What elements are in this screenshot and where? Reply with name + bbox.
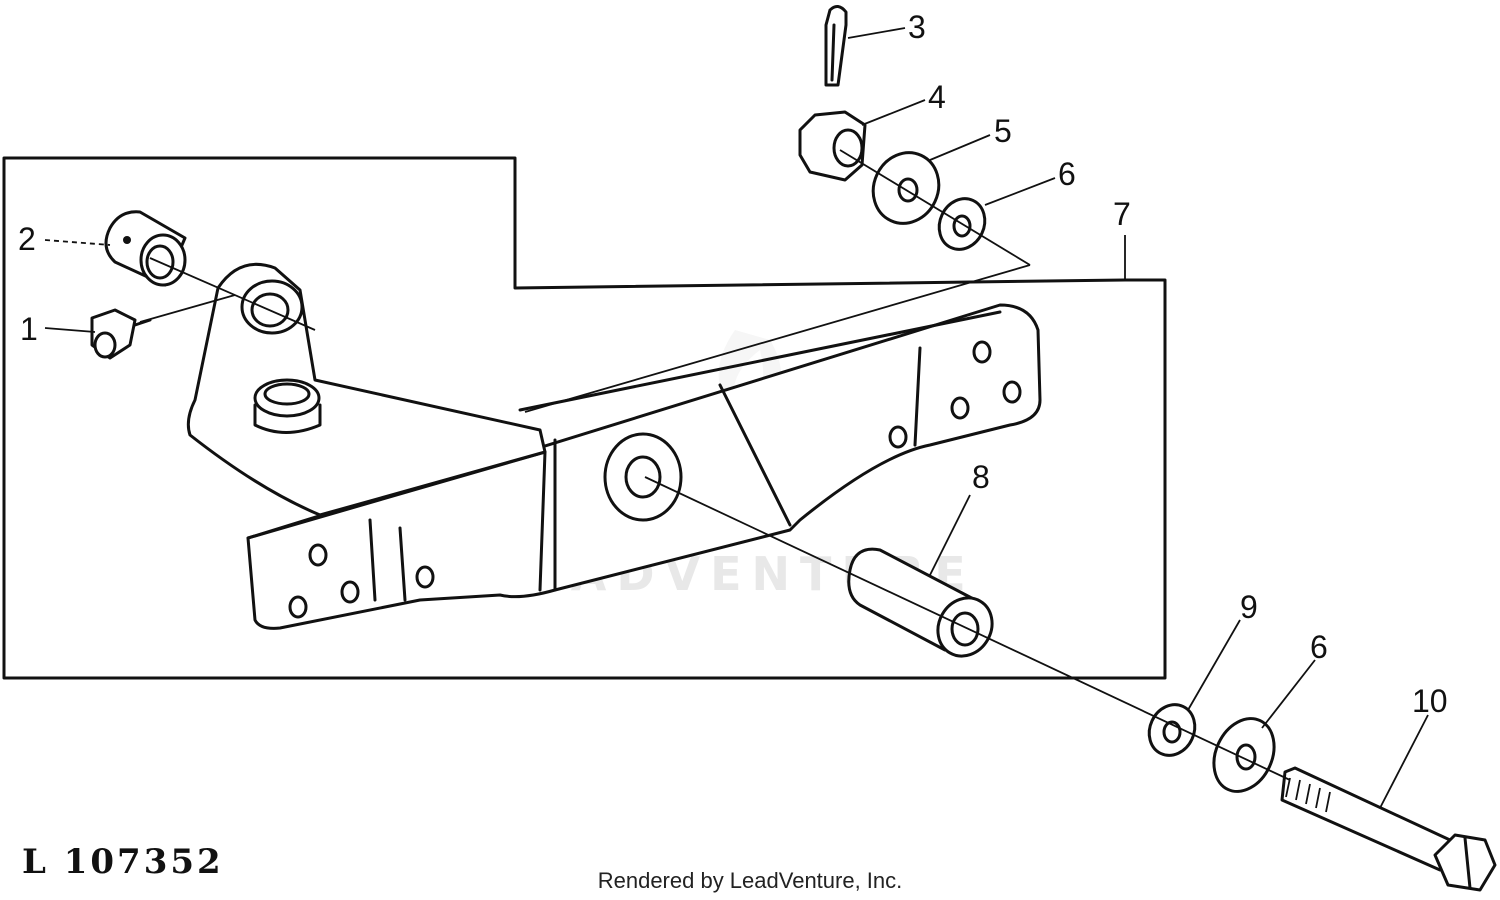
washer-part-9 <box>1147 703 1197 757</box>
washer-part-5 <box>871 151 941 225</box>
castle-nut-part-4 <box>798 110 867 182</box>
callout-8: 8 <box>972 459 990 495</box>
assembly-centerlines <box>139 149 1291 781</box>
cotter-pin-part-3 <box>824 5 848 87</box>
callout-7: 7 <box>1113 196 1131 232</box>
callout-10: 10 <box>1412 683 1448 719</box>
front-axle-beam <box>246 303 1042 630</box>
render-credit: Rendered by LeadVenture, Inc. <box>597 868 903 893</box>
callout-6b: 6 <box>1310 629 1328 665</box>
callout-3: 3 <box>908 9 926 45</box>
bolt-part-10 <box>1280 766 1497 892</box>
assembly-bracket-outline <box>2 156 1167 680</box>
grease-fitting-part-1 <box>90 308 152 360</box>
callout-5: 5 <box>994 113 1012 149</box>
callout-2: 2 <box>18 221 36 257</box>
figure-id: L 107352 <box>22 842 224 882</box>
bushing-part-2 <box>104 210 187 287</box>
spacer-part-6-bottom <box>1212 717 1276 793</box>
callout-9: 9 <box>1240 589 1258 625</box>
callout-1: 1 <box>20 311 38 347</box>
callout-6a: 6 <box>1058 156 1076 192</box>
axle-yoke-arm <box>186 262 547 517</box>
callout-4: 4 <box>928 79 946 115</box>
callout-leaders <box>44 27 1429 809</box>
